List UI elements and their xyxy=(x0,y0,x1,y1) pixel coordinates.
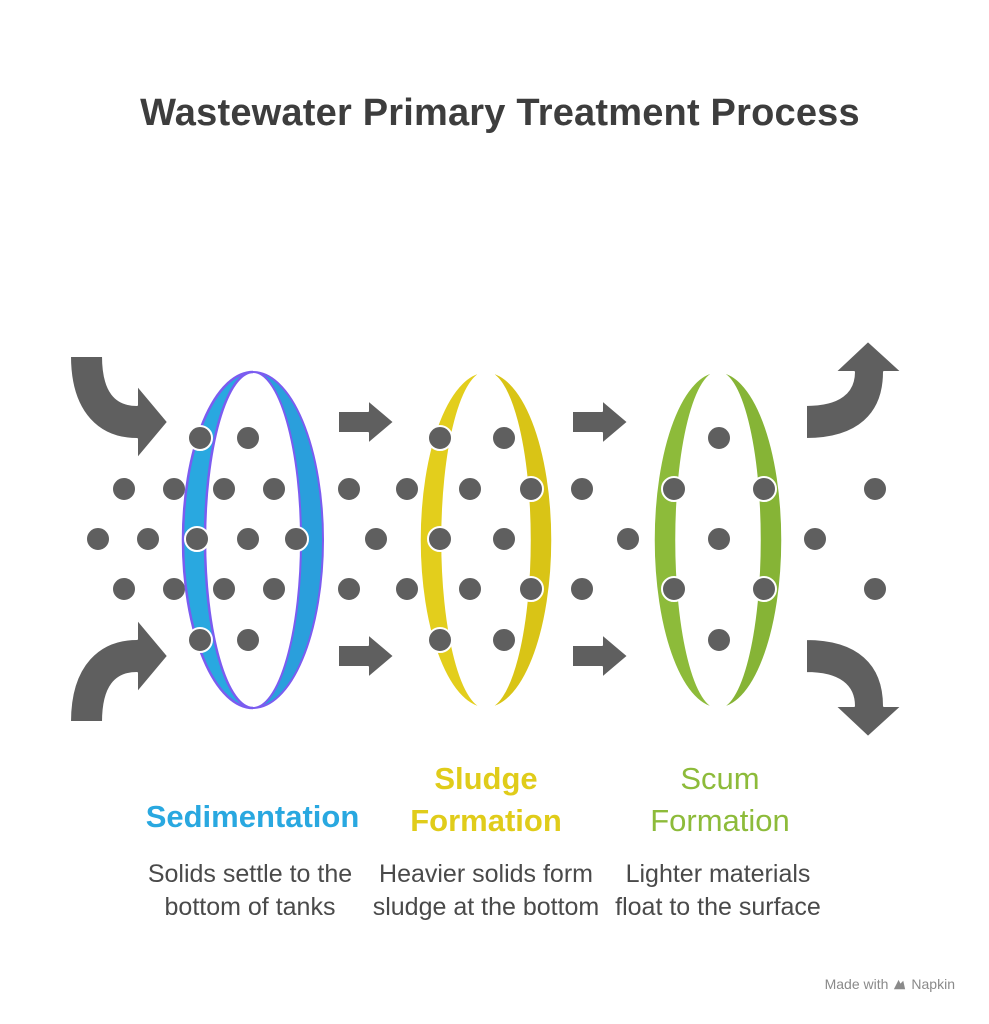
curved-outflow-arrow-icon xyxy=(805,638,903,738)
napkin-logo-icon xyxy=(894,979,906,989)
particle xyxy=(363,526,389,552)
curved-inflow-arrow-icon xyxy=(69,355,169,460)
particle xyxy=(457,476,483,502)
particle xyxy=(427,627,453,653)
particle xyxy=(211,476,237,502)
particle xyxy=(706,425,732,451)
particle xyxy=(862,476,888,502)
particle xyxy=(283,526,309,552)
right-arrow-icon xyxy=(337,633,395,679)
scum-ring-front xyxy=(653,371,719,709)
sedimentation-ring-front xyxy=(181,370,254,710)
particle xyxy=(661,476,687,502)
particle xyxy=(235,627,261,653)
sludge-formation-heading: Sludge Formation xyxy=(370,758,602,842)
particle-field xyxy=(85,425,888,653)
particle xyxy=(187,425,213,451)
particle xyxy=(518,576,544,602)
sludge-ring-front xyxy=(419,371,487,709)
particle xyxy=(394,576,420,602)
particle xyxy=(518,476,544,502)
particles-on-rings xyxy=(184,425,687,653)
particle xyxy=(336,476,362,502)
curved-inflow-arrow-icon xyxy=(69,618,169,723)
particle xyxy=(862,576,888,602)
particle xyxy=(427,526,453,552)
particle xyxy=(457,576,483,602)
footer-brand: Napkin xyxy=(911,976,955,992)
particle xyxy=(184,526,210,552)
scum-formation-description: Lighter materials float to the surface xyxy=(615,860,821,921)
particle xyxy=(661,576,687,602)
particle xyxy=(751,476,777,502)
heading-line: Formation xyxy=(650,803,790,838)
particle xyxy=(111,576,137,602)
particle xyxy=(751,576,777,602)
particle xyxy=(491,526,517,552)
napkin-attribution[interactable]: Made with Napkin xyxy=(825,976,955,992)
particle xyxy=(135,526,161,552)
particle xyxy=(261,476,287,502)
curved-outflow-arrow-icon xyxy=(805,340,903,440)
particle xyxy=(261,576,287,602)
particle xyxy=(111,476,137,502)
particle xyxy=(491,627,517,653)
right-arrow-icon xyxy=(337,399,395,445)
sludge-formation-description: Heavier solids form sludge at the bottom xyxy=(372,860,600,921)
heading-line: Sedimentation xyxy=(145,799,360,834)
particle xyxy=(187,627,213,653)
particle xyxy=(706,526,732,552)
heading-line: Formation xyxy=(410,803,562,838)
particle xyxy=(336,576,362,602)
footer-prefix: Made with xyxy=(824,976,889,992)
particle xyxy=(211,576,237,602)
particle xyxy=(394,476,420,502)
particle xyxy=(569,476,595,502)
particle xyxy=(235,425,261,451)
particle xyxy=(161,576,187,602)
particle xyxy=(161,476,187,502)
treatment-diagram xyxy=(69,340,903,738)
page-title: Wastewater Primary Treatment Process xyxy=(140,92,860,134)
particle xyxy=(235,526,261,552)
heading-line: Scum xyxy=(680,761,760,796)
particle xyxy=(569,576,595,602)
sedimentation-heading: Sedimentation xyxy=(120,796,385,838)
right-arrow-icon xyxy=(571,399,629,445)
particle xyxy=(802,526,828,552)
particle xyxy=(615,526,641,552)
particle xyxy=(427,425,453,451)
scum-formation-heading: Scum Formation xyxy=(600,758,840,842)
heading-line: Sludge xyxy=(434,761,538,796)
particle xyxy=(491,425,517,451)
particle xyxy=(706,627,732,653)
right-arrow-icon xyxy=(571,633,629,679)
sedimentation-description: Solids settle to the bottom of tanks xyxy=(147,860,353,921)
particle xyxy=(85,526,111,552)
